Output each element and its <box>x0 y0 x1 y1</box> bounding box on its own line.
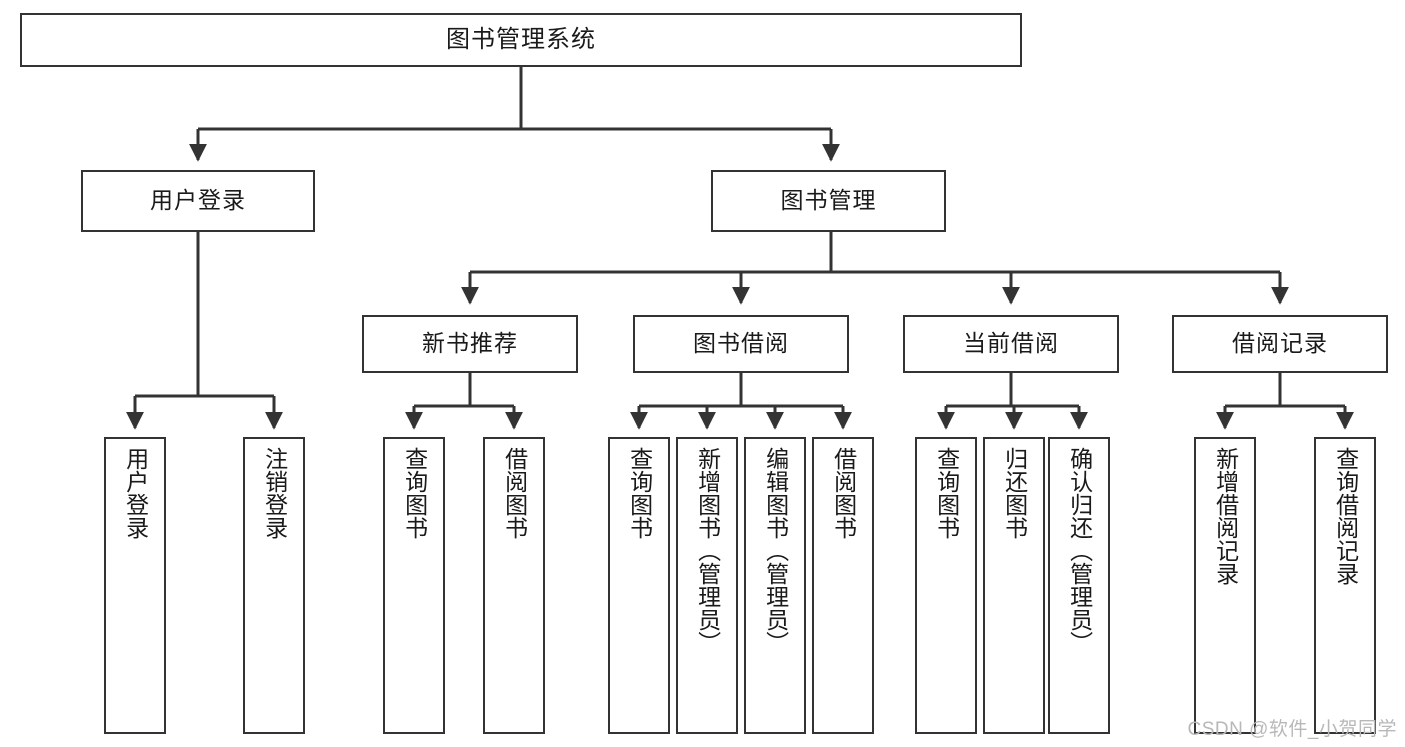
node-root-system[interactable]: 图书管理系统 <box>20 13 1022 67</box>
node-label: 当前借阅 <box>963 330 1059 357</box>
node-book-borrow[interactable]: 图书借阅 <box>633 315 849 373</box>
node-label: 图书借阅 <box>693 330 789 357</box>
node-leaf-add-book[interactable]: 新增图书（管理员） <box>676 437 738 734</box>
node-label: 查询借阅记录 <box>1332 447 1359 585</box>
node-label: 用户登录 <box>150 187 246 214</box>
watermark: CSDN @软件_小贺同学 <box>1187 719 1397 740</box>
node-book-management[interactable]: 图书管理 <box>711 170 946 232</box>
node-leaf-add-record[interactable]: 新增借阅记录 <box>1194 437 1256 734</box>
node-label: 归还图书 <box>1001 447 1028 539</box>
node-leaf-borrow-book-2[interactable]: 借阅图书 <box>812 437 874 734</box>
node-leaf-query-book-2[interactable]: 查询图书 <box>608 437 670 734</box>
node-leaf-query-record[interactable]: 查询借阅记录 <box>1314 437 1376 734</box>
node-label: 借阅图书 <box>830 447 857 539</box>
node-leaf-user-login[interactable]: 用户登录 <box>104 437 166 734</box>
node-leaf-logout[interactable]: 注销登录 <box>243 437 305 734</box>
node-leaf-edit-book[interactable]: 编辑图书（管理员） <box>744 437 806 734</box>
node-new-book-recommend[interactable]: 新书推荐 <box>362 315 578 373</box>
node-user-login[interactable]: 用户登录 <box>81 170 315 232</box>
node-label: 确认归还（管理员） <box>1066 447 1093 654</box>
node-label: 图书管理 <box>780 187 877 214</box>
node-label: 注销登录 <box>261 447 288 539</box>
node-label: 查询图书 <box>933 447 960 539</box>
node-leaf-query-book-1[interactable]: 查询图书 <box>383 437 445 734</box>
node-label: 新增借阅记录 <box>1212 447 1239 585</box>
node-label: 借阅记录 <box>1232 330 1328 357</box>
node-leaf-return-book[interactable]: 归还图书 <box>983 437 1045 734</box>
node-label: 新书推荐 <box>422 330 518 357</box>
node-label: 编辑图书（管理员） <box>762 447 789 654</box>
node-label: 借阅图书 <box>501 447 528 539</box>
node-label: 查询图书 <box>626 447 653 539</box>
node-current-borrow[interactable]: 当前借阅 <box>903 315 1119 373</box>
node-borrow-record[interactable]: 借阅记录 <box>1172 315 1388 373</box>
node-leaf-borrow-book-1[interactable]: 借阅图书 <box>483 437 545 734</box>
node-leaf-confirm-return[interactable]: 确认归还（管理员） <box>1048 437 1110 734</box>
node-label: 查询图书 <box>401 447 428 539</box>
node-label: 用户登录 <box>122 447 149 539</box>
node-label: 图书管理系统 <box>446 25 596 53</box>
node-leaf-query-book-3[interactable]: 查询图书 <box>915 437 977 734</box>
node-label: 新增图书（管理员） <box>694 447 721 654</box>
